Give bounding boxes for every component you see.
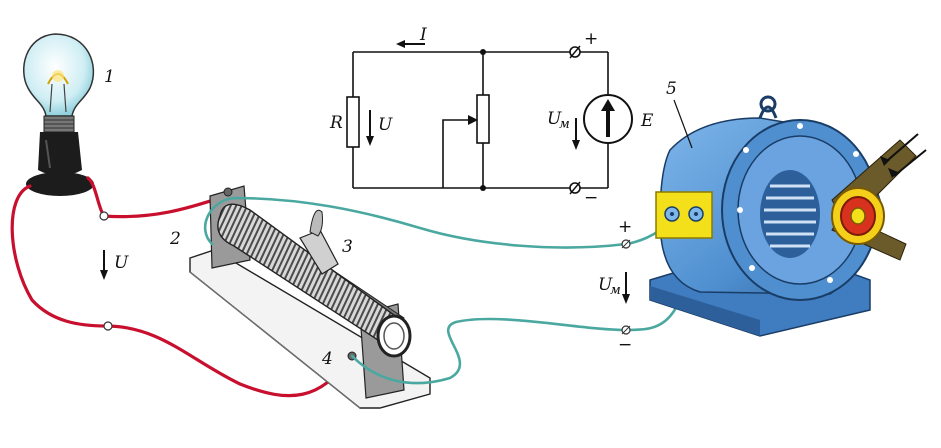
label-r: R [329, 113, 343, 133]
source-e-symbol [583, 94, 633, 144]
label-minus-terminal: − [618, 335, 632, 355]
junction-top [480, 49, 486, 55]
label-u-schematic: U [378, 115, 393, 135]
wire-node-top [99, 211, 109, 221]
label-um: U [598, 275, 613, 295]
label-um-sub: м [610, 283, 621, 298]
label-um-schematic: U [547, 109, 562, 129]
label-i: I [419, 25, 427, 45]
label-um-schematic-sub: м [559, 117, 570, 132]
voltage-arrow-um [572, 118, 580, 150]
label-motor-number: 5 [666, 79, 677, 99]
label-rheostat-terminal-4: 4 [321, 349, 333, 369]
label-minus-schematic: − [584, 188, 598, 208]
terminal-minus-schematic [569, 181, 581, 195]
label-rheostat-terminal-2: 2 [169, 229, 181, 249]
teal-wires [203, 196, 698, 385]
lamp [23, 33, 95, 196]
terminal-plus [621, 239, 631, 249]
voltage-arrow-motor [622, 272, 630, 304]
terminal-plus-schematic [569, 45, 581, 59]
resistor-r-symbol [346, 96, 360, 148]
voltage-arrow-lamp [100, 250, 108, 280]
terminal-minus [621, 325, 631, 335]
wiper-arrow [468, 115, 478, 125]
junction-bottom [480, 185, 486, 191]
current-arrow [396, 40, 425, 48]
label-plus-schematic: + [584, 29, 598, 49]
label-plus-terminal: + [618, 217, 632, 237]
voltage-arrow-u [366, 110, 374, 146]
motor [649, 95, 927, 337]
potentiometer-symbol [476, 94, 490, 144]
label-u-lamp: U [114, 253, 129, 273]
label-e: E [640, 111, 654, 131]
label-rheostat-slider-3: 3 [342, 237, 353, 257]
wire-node-bottom [103, 321, 113, 331]
motor-leader-line [673, 99, 693, 149]
rheostat [189, 185, 431, 409]
label-lamp-number: 1 [104, 67, 115, 87]
